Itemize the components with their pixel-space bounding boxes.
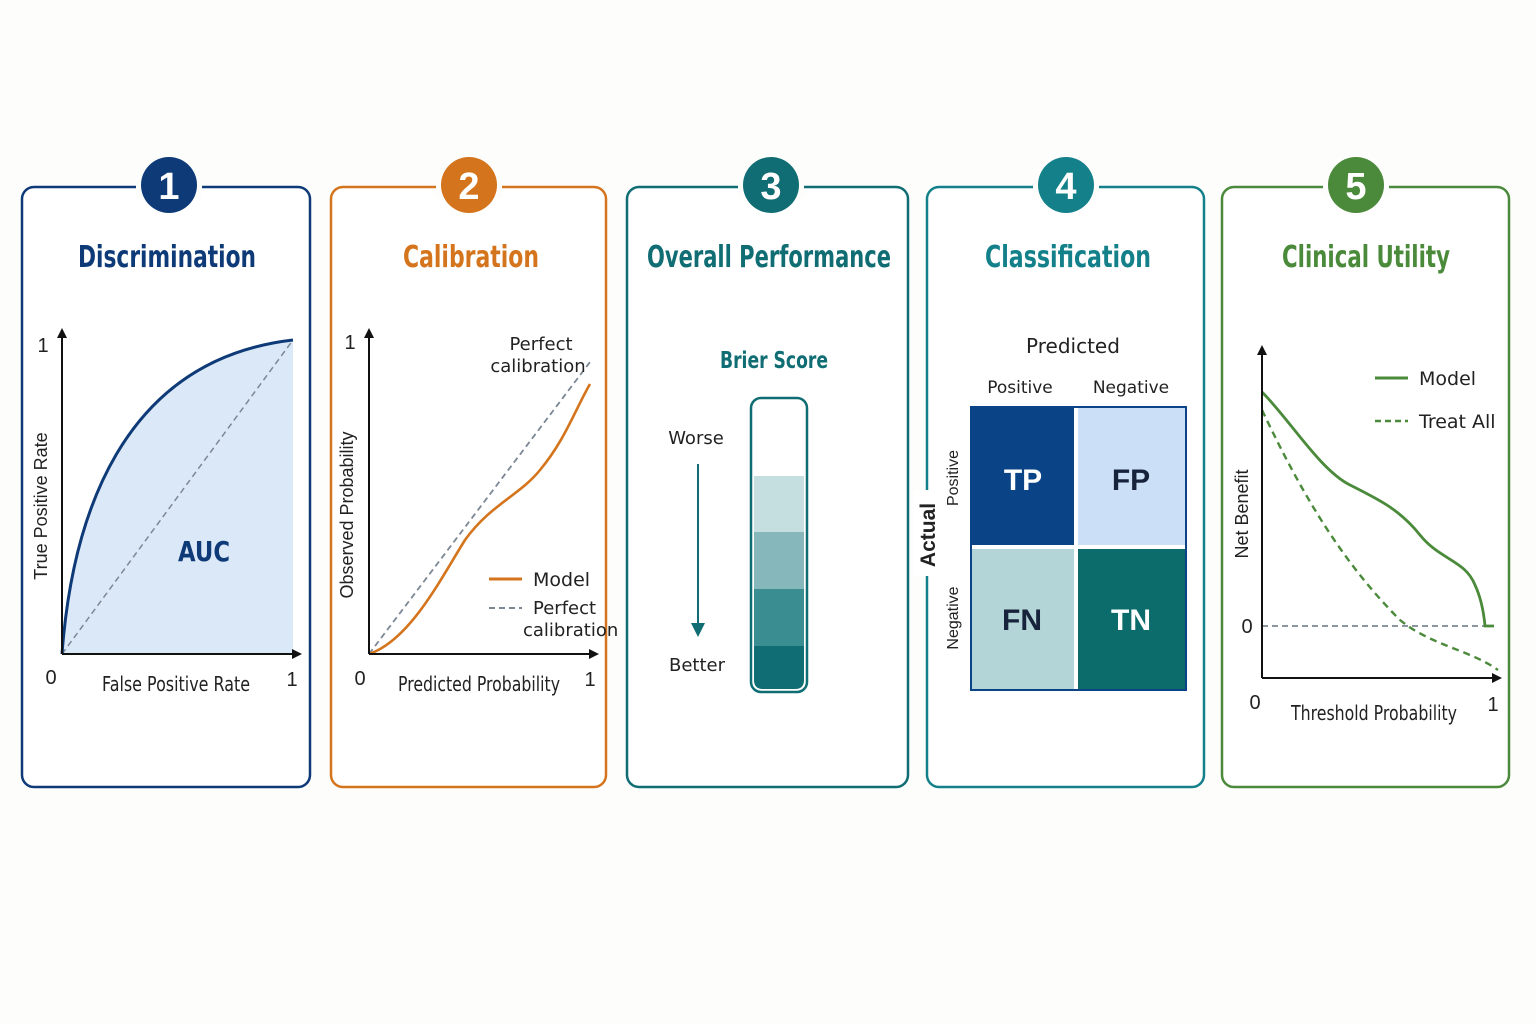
panel-title: Calibration: [403, 240, 539, 275]
gauge-band-2: [754, 532, 804, 589]
step-badge: [441, 157, 497, 213]
x-tick-min: 0: [354, 668, 365, 690]
roc-curve: [60, 338, 294, 655]
x-tick-max: 1: [584, 669, 595, 691]
panel-clinical-utility: 5 Clinical Utility Model Treat All Net B…: [1220, 157, 1511, 789]
perfect-calibration-line: [368, 361, 591, 655]
step-number: 3: [760, 166, 781, 208]
gauge-band-4: [754, 646, 804, 689]
step-number: 5: [1345, 166, 1366, 208]
panel-discrimination: 1 Discrimination AUC True Positive Rate …: [20, 157, 312, 789]
panel-title: Discrimination: [78, 240, 256, 275]
tp-label: TP: [1004, 464, 1042, 497]
fn-label: FN: [1002, 604, 1042, 637]
actual-label: Actual: [917, 503, 940, 567]
col-negative-label: Negative: [1093, 378, 1169, 398]
y-axis-label: True Positive Rate: [31, 432, 51, 579]
y-tick-zero: 0: [1241, 616, 1252, 638]
x-tick-min: 0: [1249, 692, 1260, 714]
panel-title: Overall Performance: [647, 240, 891, 275]
auc-label: AUC: [178, 535, 230, 568]
y-tick-max: 1: [37, 335, 48, 357]
x-tick-min: 0: [45, 667, 56, 689]
fp-label: FP: [1112, 464, 1150, 497]
calibration-chart: Perfect calibration Model Perfect calibr…: [337, 328, 618, 696]
tn-label: TN: [1111, 604, 1151, 637]
legend-perfect-label: Perfect: [533, 598, 596, 619]
y-axis-label: Net Benefit: [1232, 469, 1252, 558]
legend-perfect-label: calibration: [523, 620, 618, 641]
y-axis-label: Observed Probability: [337, 431, 357, 598]
x-tick-max: 1: [286, 669, 297, 691]
step-badge: [1328, 157, 1384, 213]
x-tick-max: 1: [1487, 694, 1498, 716]
panel-frame: [329, 185, 608, 789]
panel-frame: [1220, 185, 1511, 789]
brier-score-label: Brier Score: [720, 348, 828, 374]
step-badge: [1038, 157, 1094, 213]
cell-tp: [972, 408, 1074, 545]
roc-chart: AUC True Positive Rate False Positive Ra…: [31, 328, 302, 696]
model-net-benefit-curve: [1261, 391, 1494, 628]
reference-diagonal: [61, 339, 294, 655]
predicted-label: Predicted: [1026, 334, 1120, 358]
legend-treat-all-label: Treat All: [1418, 411, 1496, 433]
better-label: Better: [669, 655, 726, 676]
cell-fn: [972, 549, 1074, 689]
decision-curve-chart: Model Treat All Net Benefit Threshold Pr…: [1232, 345, 1502, 725]
model-calibration-curve: [368, 383, 592, 656]
step-badge: [141, 157, 197, 213]
x-axis-label: Predicted Probability: [398, 672, 560, 696]
panel-title: Classification: [985, 240, 1151, 275]
x-axis-label: False Positive Rate: [102, 672, 250, 696]
diagonal-label: calibration: [490, 356, 585, 377]
panel-classification: 4 Classification Predicted Positive Nega…: [914, 157, 1206, 789]
confusion-matrix: Predicted Positive Negative Actual Posit…: [914, 334, 1187, 691]
y-tick-max: 1: [344, 332, 355, 354]
treat-all-curve: [1260, 409, 1499, 671]
panel-calibration: 2 Calibration Perfect calibration Model …: [329, 157, 618, 789]
row-negative-label: Negative: [945, 586, 962, 649]
x-axis-label: Threshold Probability: [1290, 701, 1457, 725]
legend-model-label: Model: [533, 569, 590, 591]
step-number: 1: [158, 166, 179, 208]
step-number: 2: [458, 166, 479, 208]
panel-overall-performance: 3 Overall Performance Brier Score Worse …: [625, 157, 910, 789]
gauge-band-3: [754, 589, 804, 646]
step-number: 4: [1055, 166, 1076, 208]
cell-fp: [1078, 408, 1185, 545]
row-positive-label: Positive: [945, 450, 962, 506]
panel-title: Clinical Utility: [1282, 240, 1450, 275]
cell-tn: [1078, 549, 1185, 689]
gauge-band-1: [754, 476, 804, 532]
worse-label: Worse: [668, 428, 724, 449]
col-positive-label: Positive: [987, 378, 1053, 398]
brier-gauge: Worse Better: [668, 396, 809, 694]
step-badge: [743, 157, 799, 213]
legend-model-label: Model: [1419, 368, 1476, 390]
diagonal-label: Perfect: [509, 334, 572, 355]
